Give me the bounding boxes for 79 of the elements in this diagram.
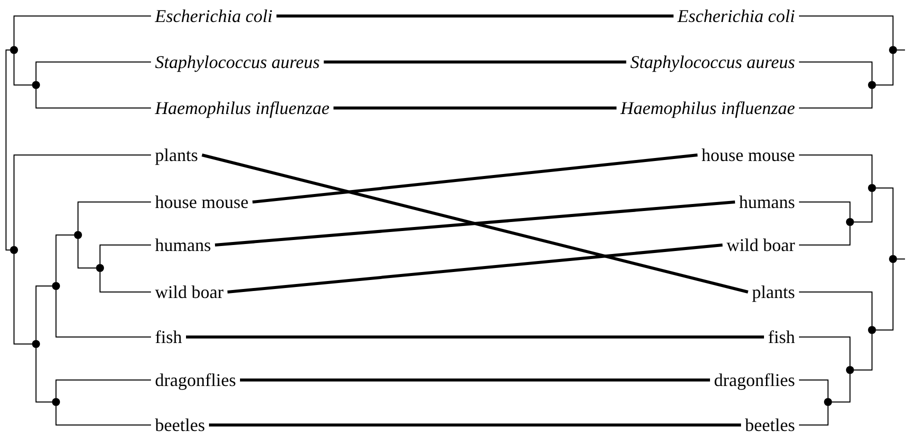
tree-branch: [798, 226, 850, 246]
node-dot: [868, 184, 876, 192]
connector-line: [208, 424, 742, 426]
tree-branch: [854, 334, 872, 370]
species-label: wild boar: [726, 235, 795, 255]
tree-branch: [798, 380, 828, 398]
connector-line: [227, 244, 723, 294]
node-dot: [846, 218, 854, 226]
species-label: fish: [155, 327, 182, 347]
tree-branch: [14, 54, 32, 86]
tree-branch: [36, 62, 152, 82]
connector-line: [240, 378, 710, 382]
node-dot: [889, 46, 897, 54]
node-dot: [52, 282, 60, 290]
node-dot: [868, 326, 876, 334]
tree-branch: [100, 244, 152, 264]
node-dot: [10, 46, 18, 54]
tree-branch: [798, 202, 850, 218]
tree-branch: [78, 202, 152, 232]
tree-branch: [78, 238, 96, 268]
tree-branch: [6, 50, 10, 250]
connector-line: [333, 106, 617, 110]
node-dot: [889, 255, 897, 263]
species-label: beetles: [155, 415, 205, 435]
tree-branch: [36, 286, 52, 340]
tree-branch: [876, 262, 894, 330]
tree-branch: [798, 336, 850, 366]
species-label: beetles: [745, 415, 795, 435]
tree-branch: [56, 380, 152, 398]
species-label: plants: [155, 145, 198, 165]
species-label: Staphylococcus aureus: [155, 52, 320, 72]
tree-branch: [36, 88, 152, 108]
species-label: fish: [768, 327, 795, 347]
node-dot: [868, 81, 876, 89]
node-dot: [32, 340, 40, 348]
species-label: Haemophilus influenzae: [620, 98, 795, 118]
tree-branch: [56, 290, 152, 338]
tree-branch: [56, 234, 74, 282]
species-label: Escherichia coli: [678, 6, 795, 26]
species-label: humans: [739, 192, 795, 212]
node-dot: [846, 366, 854, 374]
species-label: house mouse: [702, 145, 795, 165]
node-dot: [52, 398, 60, 406]
species-label: house mouse: [155, 192, 248, 212]
connector-line: [276, 14, 674, 18]
tree-branch: [798, 16, 894, 46]
tree-branch: [798, 154, 872, 184]
connector-line: [202, 154, 748, 294]
connector-line: [324, 60, 626, 64]
tree-branch: [14, 16, 152, 46]
species-label: Staphylococcus aureus: [630, 52, 795, 72]
node-dot: [96, 264, 104, 272]
species-label: Haemophilus influenzae: [155, 98, 330, 118]
tree-branch: [832, 374, 850, 402]
tree-branch: [798, 292, 872, 326]
tree-branch: [798, 88, 872, 108]
connector-line: [186, 336, 764, 338]
tree-branch: [14, 154, 152, 246]
node-dot: [32, 81, 40, 89]
species-label: humans: [155, 235, 211, 255]
tree-branch: [876, 188, 894, 256]
tree-branch: [36, 348, 52, 402]
species-label: wild boar: [155, 282, 224, 302]
connector-line: [252, 154, 698, 204]
node-dot: [10, 246, 18, 254]
species-label: dragonflies: [155, 370, 236, 390]
node-dot: [74, 231, 82, 239]
tree-branch: [876, 54, 894, 86]
tree-branch: [854, 192, 872, 222]
node-dot: [824, 398, 832, 406]
tree-branch: [14, 254, 32, 344]
tree-branch: [798, 62, 872, 82]
tree-branch: [798, 406, 828, 426]
species-label: dragonflies: [714, 370, 795, 390]
tree-branch: [100, 272, 152, 292]
connector-line: [214, 200, 736, 246]
species-label: Escherichia coli: [155, 6, 272, 26]
species-label: plants: [752, 282, 795, 302]
tree-branch: [56, 406, 152, 426]
